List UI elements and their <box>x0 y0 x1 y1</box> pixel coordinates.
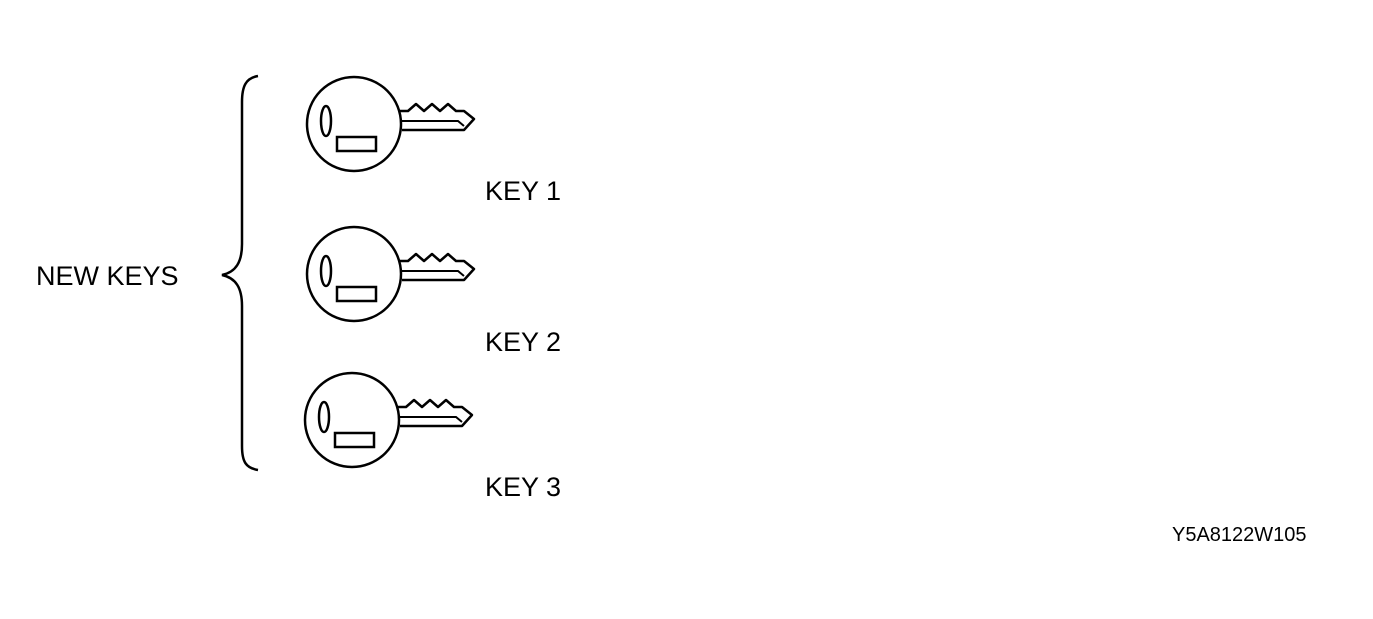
key-icon <box>305 225 476 323</box>
figure-code: Y5A8122W105 <box>1172 524 1307 546</box>
grouping-brace <box>221 74 259 472</box>
key-1-label: KEY 1 <box>485 176 562 206</box>
key-icon <box>303 371 474 469</box>
key-icon <box>305 75 476 173</box>
key-2-label: KEY 2 <box>485 327 562 357</box>
key-3-label: KEY 3 <box>485 472 562 502</box>
new-keys-label: NEW KEYS <box>36 261 179 291</box>
